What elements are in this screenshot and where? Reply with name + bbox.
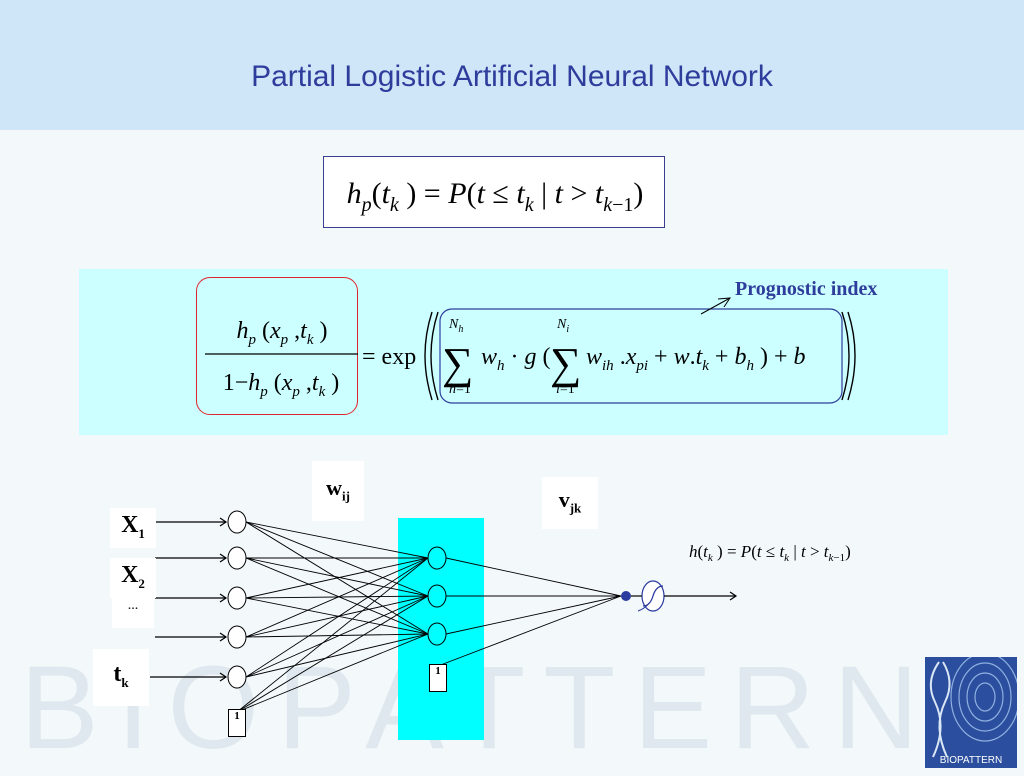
odds-highlight-box bbox=[196, 277, 358, 415]
connection-line bbox=[245, 557, 429, 638]
connection-line bbox=[245, 557, 429, 635]
input-ellipsis-label: ... bbox=[112, 596, 154, 628]
output-node bbox=[621, 591, 631, 601]
connection-line bbox=[236, 633, 429, 713]
input-bias-node: 1 bbox=[228, 709, 246, 737]
connection-line bbox=[437, 595, 622, 667]
logo-text: BIOPATTERN bbox=[939, 755, 1003, 766]
input-node bbox=[227, 546, 247, 570]
connection-line bbox=[245, 595, 429, 599]
input-node bbox=[227, 510, 247, 534]
output-definition-formula: h(tk ) = P(t ≤ tk | t > tk−1) bbox=[689, 542, 851, 564]
input-node bbox=[227, 665, 247, 689]
connection-line bbox=[245, 557, 429, 678]
connection-line bbox=[245, 633, 429, 678]
input-node bbox=[227, 586, 247, 610]
connection-line bbox=[245, 557, 429, 597]
input-tk-label: tk bbox=[93, 649, 149, 706]
input-x1-label: X1 bbox=[110, 508, 156, 548]
biopattern-logo: BIOPATTERN bbox=[925, 657, 1017, 768]
weights-vjk-label: vjk bbox=[542, 477, 598, 529]
weights-wij-label: wij bbox=[312, 461, 364, 521]
fingerprint-dna-icon bbox=[929, 657, 1017, 758]
connection-line bbox=[245, 557, 429, 599]
input-hidden-connections bbox=[236, 521, 429, 713]
input-x2-label: X2 bbox=[110, 558, 156, 598]
slide-title: Partial Logistic Artificial Neural Netwo… bbox=[251, 60, 773, 93]
hidden-output-connections bbox=[437, 557, 622, 667]
connection-line bbox=[445, 557, 622, 597]
connection-line bbox=[236, 557, 429, 713]
hidden-node bbox=[427, 546, 447, 570]
connection-line bbox=[245, 595, 429, 638]
output-arrow bbox=[631, 591, 738, 601]
header-band bbox=[0, 0, 1024, 130]
prognostic-index-label: Prognostic index bbox=[735, 278, 878, 300]
connection-line bbox=[245, 595, 429, 678]
hazard-definition-formula: hp(tk ) = P(t ≤ tk | t > tk−1) bbox=[323, 156, 665, 228]
input-arrows bbox=[150, 517, 228, 682]
hidden-node bbox=[427, 584, 447, 608]
connection-line bbox=[236, 595, 429, 713]
connection-line bbox=[245, 633, 429, 638]
input-node bbox=[227, 625, 247, 649]
hidden-layer-nodes bbox=[427, 546, 447, 646]
hazard-definition-svg: hp(tk ) = P(t ≤ tk | t > tk−1) bbox=[347, 177, 644, 216]
connection-line bbox=[245, 521, 429, 597]
connection-line bbox=[245, 597, 429, 635]
input-layer-nodes bbox=[227, 510, 247, 689]
hidden-node bbox=[427, 622, 447, 646]
svg-text:hp(tk ) = P(t ≤ tk | t > tk−1): hp(tk ) = P(t ≤ tk | t > tk−1) bbox=[347, 177, 644, 216]
hidden-bias-node: 1 bbox=[429, 664, 447, 692]
connection-line bbox=[445, 595, 622, 635]
connection-line bbox=[245, 521, 429, 559]
